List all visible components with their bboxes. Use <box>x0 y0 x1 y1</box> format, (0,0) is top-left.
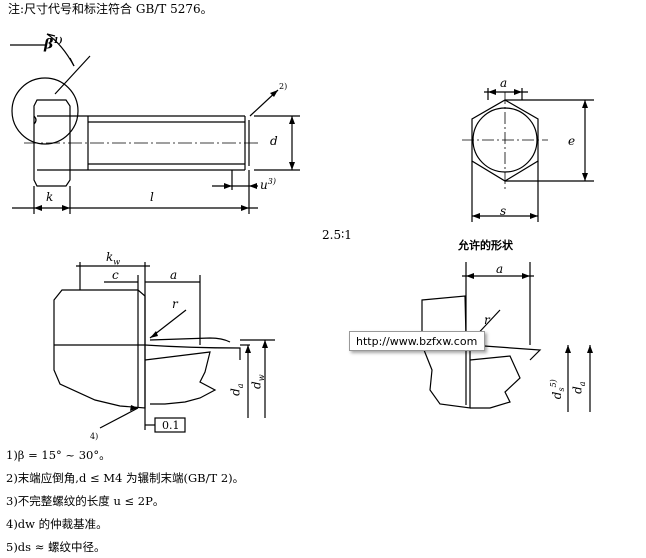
dim-s-label: s <box>500 204 507 218</box>
hex-end-view <box>462 88 594 222</box>
footnote-5: 5)ds ≈ 螺纹中径。 <box>6 540 106 554</box>
dim-dw-label: dw <box>249 374 266 389</box>
detail-left <box>53 262 275 433</box>
watermark-url[interactable]: http://www.bzfxw.com <box>349 331 485 351</box>
arrowheads <box>34 89 593 411</box>
right-dim-a-label: a <box>496 262 504 276</box>
dim-u-label: u3) <box>260 177 276 192</box>
dim-c-label: c <box>112 268 119 282</box>
footnote-4: 4)dw 的仲裁基准。 <box>6 517 108 531</box>
dim-d-label: d <box>270 134 278 148</box>
dim-k-label: k <box>46 190 54 204</box>
callout-2-label: 2) <box>279 82 288 91</box>
right-dim-r-label: r <box>484 313 490 327</box>
footnote-2: 2)末端应倒角,d ≤ M4 为辗制末端(GB/T 2)。 <box>6 471 245 485</box>
scale-label: 2.5∶1 <box>322 228 352 242</box>
dim-l-label: l <box>150 190 154 204</box>
footnote-1: 1)β = 15° ~ 30°。 <box>6 448 111 462</box>
dim-kw-label: kw <box>106 250 121 267</box>
dim-da-label: da <box>228 383 245 396</box>
dim-r-label: r <box>172 297 178 311</box>
right-dim-da-label: da <box>570 381 587 394</box>
dim-e-label: e <box>568 134 576 148</box>
tolerance-value: 0.1 <box>162 419 180 432</box>
dim-a-label: a <box>170 268 178 282</box>
footnote-3: 3)不完整螺纹的长度 u ≤ 2P。 <box>6 494 165 508</box>
beta-label: β1) <box>44 35 63 53</box>
header-note: 注:尺寸代号和标注符合 GB/T 5276。 <box>8 2 213 16</box>
hex-dim-a-label: a <box>500 76 508 90</box>
dim-ds-label: ds5) <box>548 379 567 400</box>
callout-4-label: 4) <box>90 432 99 441</box>
allowed-shape-label: 允许的形状 <box>458 239 513 252</box>
bolt-side-view <box>10 33 300 214</box>
